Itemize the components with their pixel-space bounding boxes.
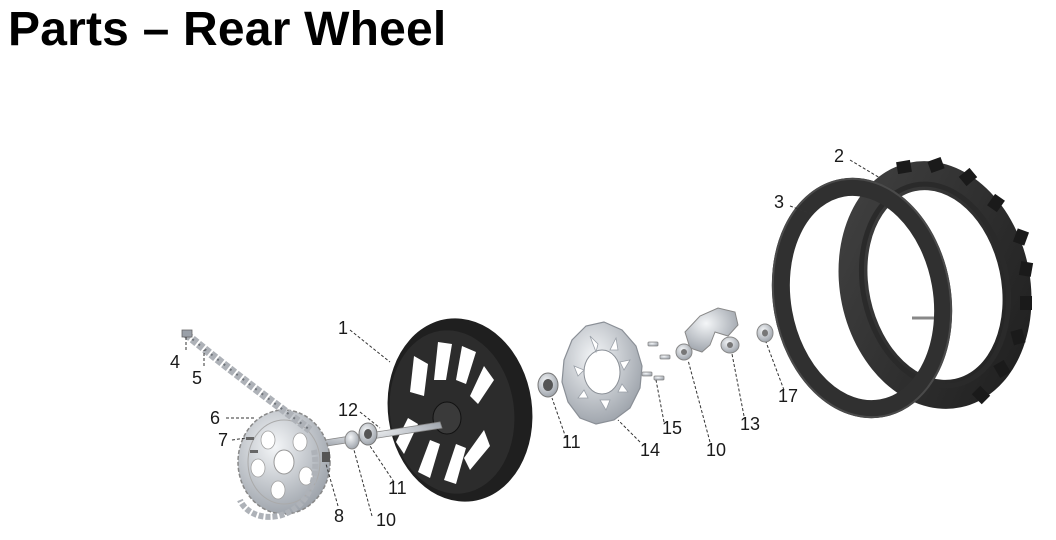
tire-tread	[896, 156, 1034, 405]
leader-lines	[185, 159, 881, 517]
left-spacer-part	[344, 430, 360, 450]
callout-15: 15	[662, 418, 682, 438]
callout-17: 17	[778, 386, 798, 406]
sprocket-part	[237, 409, 331, 515]
rim-spoke-gaps	[396, 342, 494, 484]
callout-3: 3	[774, 192, 784, 212]
page-title: Parts – Rear Wheel	[8, 3, 447, 56]
callout-14: 14	[640, 440, 660, 460]
callout-8: 8	[334, 506, 344, 526]
caliper-bracket-part	[684, 307, 740, 354]
callout-4: 4	[170, 352, 180, 372]
callout-labels: 2 3 1 4 5 6 7 8 10 11 12 11 14 15 10 13 …	[170, 146, 844, 530]
spacer-part	[756, 323, 774, 343]
right-bearing-part	[537, 372, 559, 398]
right-spacer-part	[675, 343, 693, 361]
callout-1: 1	[338, 318, 348, 338]
callout-12: 12	[338, 400, 358, 420]
inner-tube-part	[771, 177, 953, 419]
axle-nut-part	[322, 452, 330, 462]
callout-10-right: 10	[706, 440, 726, 460]
callout-2: 2	[834, 146, 844, 166]
chain-part	[181, 329, 319, 520]
callout-7: 7	[218, 430, 228, 450]
wheel-rim-part	[387, 318, 533, 502]
callout-5: 5	[192, 368, 202, 388]
callout-11-left: 11	[388, 478, 407, 498]
brake-disc-part	[561, 321, 643, 425]
callout-11-right: 11	[562, 432, 581, 452]
callout-6: 6	[210, 408, 220, 428]
sprocket-bolts-part	[246, 437, 258, 453]
callout-13: 13	[740, 414, 760, 434]
callout-10-left: 10	[376, 510, 396, 530]
disc-bolts-part	[641, 341, 671, 381]
left-bearing-part	[358, 422, 378, 446]
